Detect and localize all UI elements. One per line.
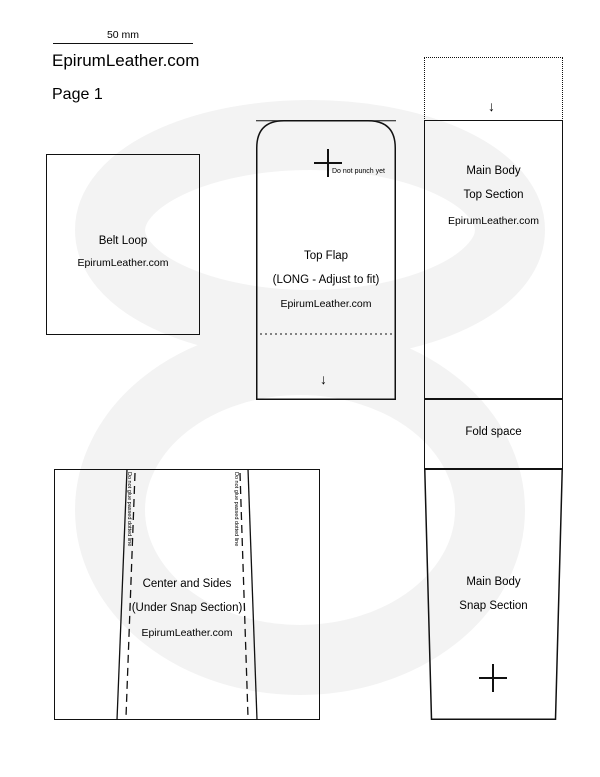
scale-line (53, 43, 193, 44)
scale-bar: 50 mm (53, 29, 193, 44)
belt-loop-piece: Belt Loop EpirumLeather.com (46, 154, 200, 335)
background-watermark (75, 100, 545, 695)
scale-label: 50 mm (106, 29, 140, 41)
top-flap-brand: EpirumLeather.com (280, 298, 372, 310)
center-sides-piece: Do not glue passed dotted line Do not gl… (54, 468, 320, 720)
crosshair-icon (479, 664, 507, 692)
top-flap-piece: Do not punch yet Top Flap (LONG - Adjust… (256, 120, 396, 400)
crosshair-icon (314, 149, 342, 177)
main-body-top-subtitle: Top Section (463, 189, 524, 201)
top-flap-subtitle: (LONG - Adjust to fit) (272, 274, 380, 286)
main-body-snap-piece: Main Body Snap Section (424, 468, 563, 720)
main-body-top-brand: EpirumLeather.com (447, 215, 540, 227)
belt-loop-brand: EpirumLeather.com (77, 257, 169, 269)
fold-space-piece: Fold space (424, 398, 563, 470)
main-body-top-piece: Main Body Top Section EpirumLeather.com (424, 120, 563, 400)
belt-loop-title: Belt Loop (98, 235, 148, 247)
glue-note-left: Do not glue passed dotted line (126, 472, 132, 547)
main-body-snap-title: Main Body (466, 576, 521, 588)
center-sides-lines (115, 468, 258, 720)
top-flap-outline (256, 120, 396, 400)
center-sides-title: Center and Sides (142, 578, 232, 590)
fold-space-title: Fold space (465, 426, 522, 438)
center-sides-subtitle: (Under Snap Section) (131, 602, 243, 614)
brand-title: EpirumLeather.com (52, 51, 200, 70)
center-sides-brand: EpirumLeather.com (141, 627, 233, 639)
main-body-top-title: Main Body (466, 165, 521, 177)
glue-note-right: Do not glue passed dotted line (233, 472, 239, 547)
top-flap-title: Top Flap (303, 250, 349, 262)
main-body-snap-subtitle: Snap Section (459, 600, 528, 612)
arrow-down-icon: ↓ (488, 98, 495, 114)
page-label: Page 1 (52, 86, 103, 103)
punch-note: Do not punch yet (332, 168, 385, 175)
arrow-down-icon: ↓ (320, 371, 327, 387)
main-body-dotted-extension: ↓ (424, 57, 563, 121)
main-body-snap-outline (424, 468, 563, 720)
